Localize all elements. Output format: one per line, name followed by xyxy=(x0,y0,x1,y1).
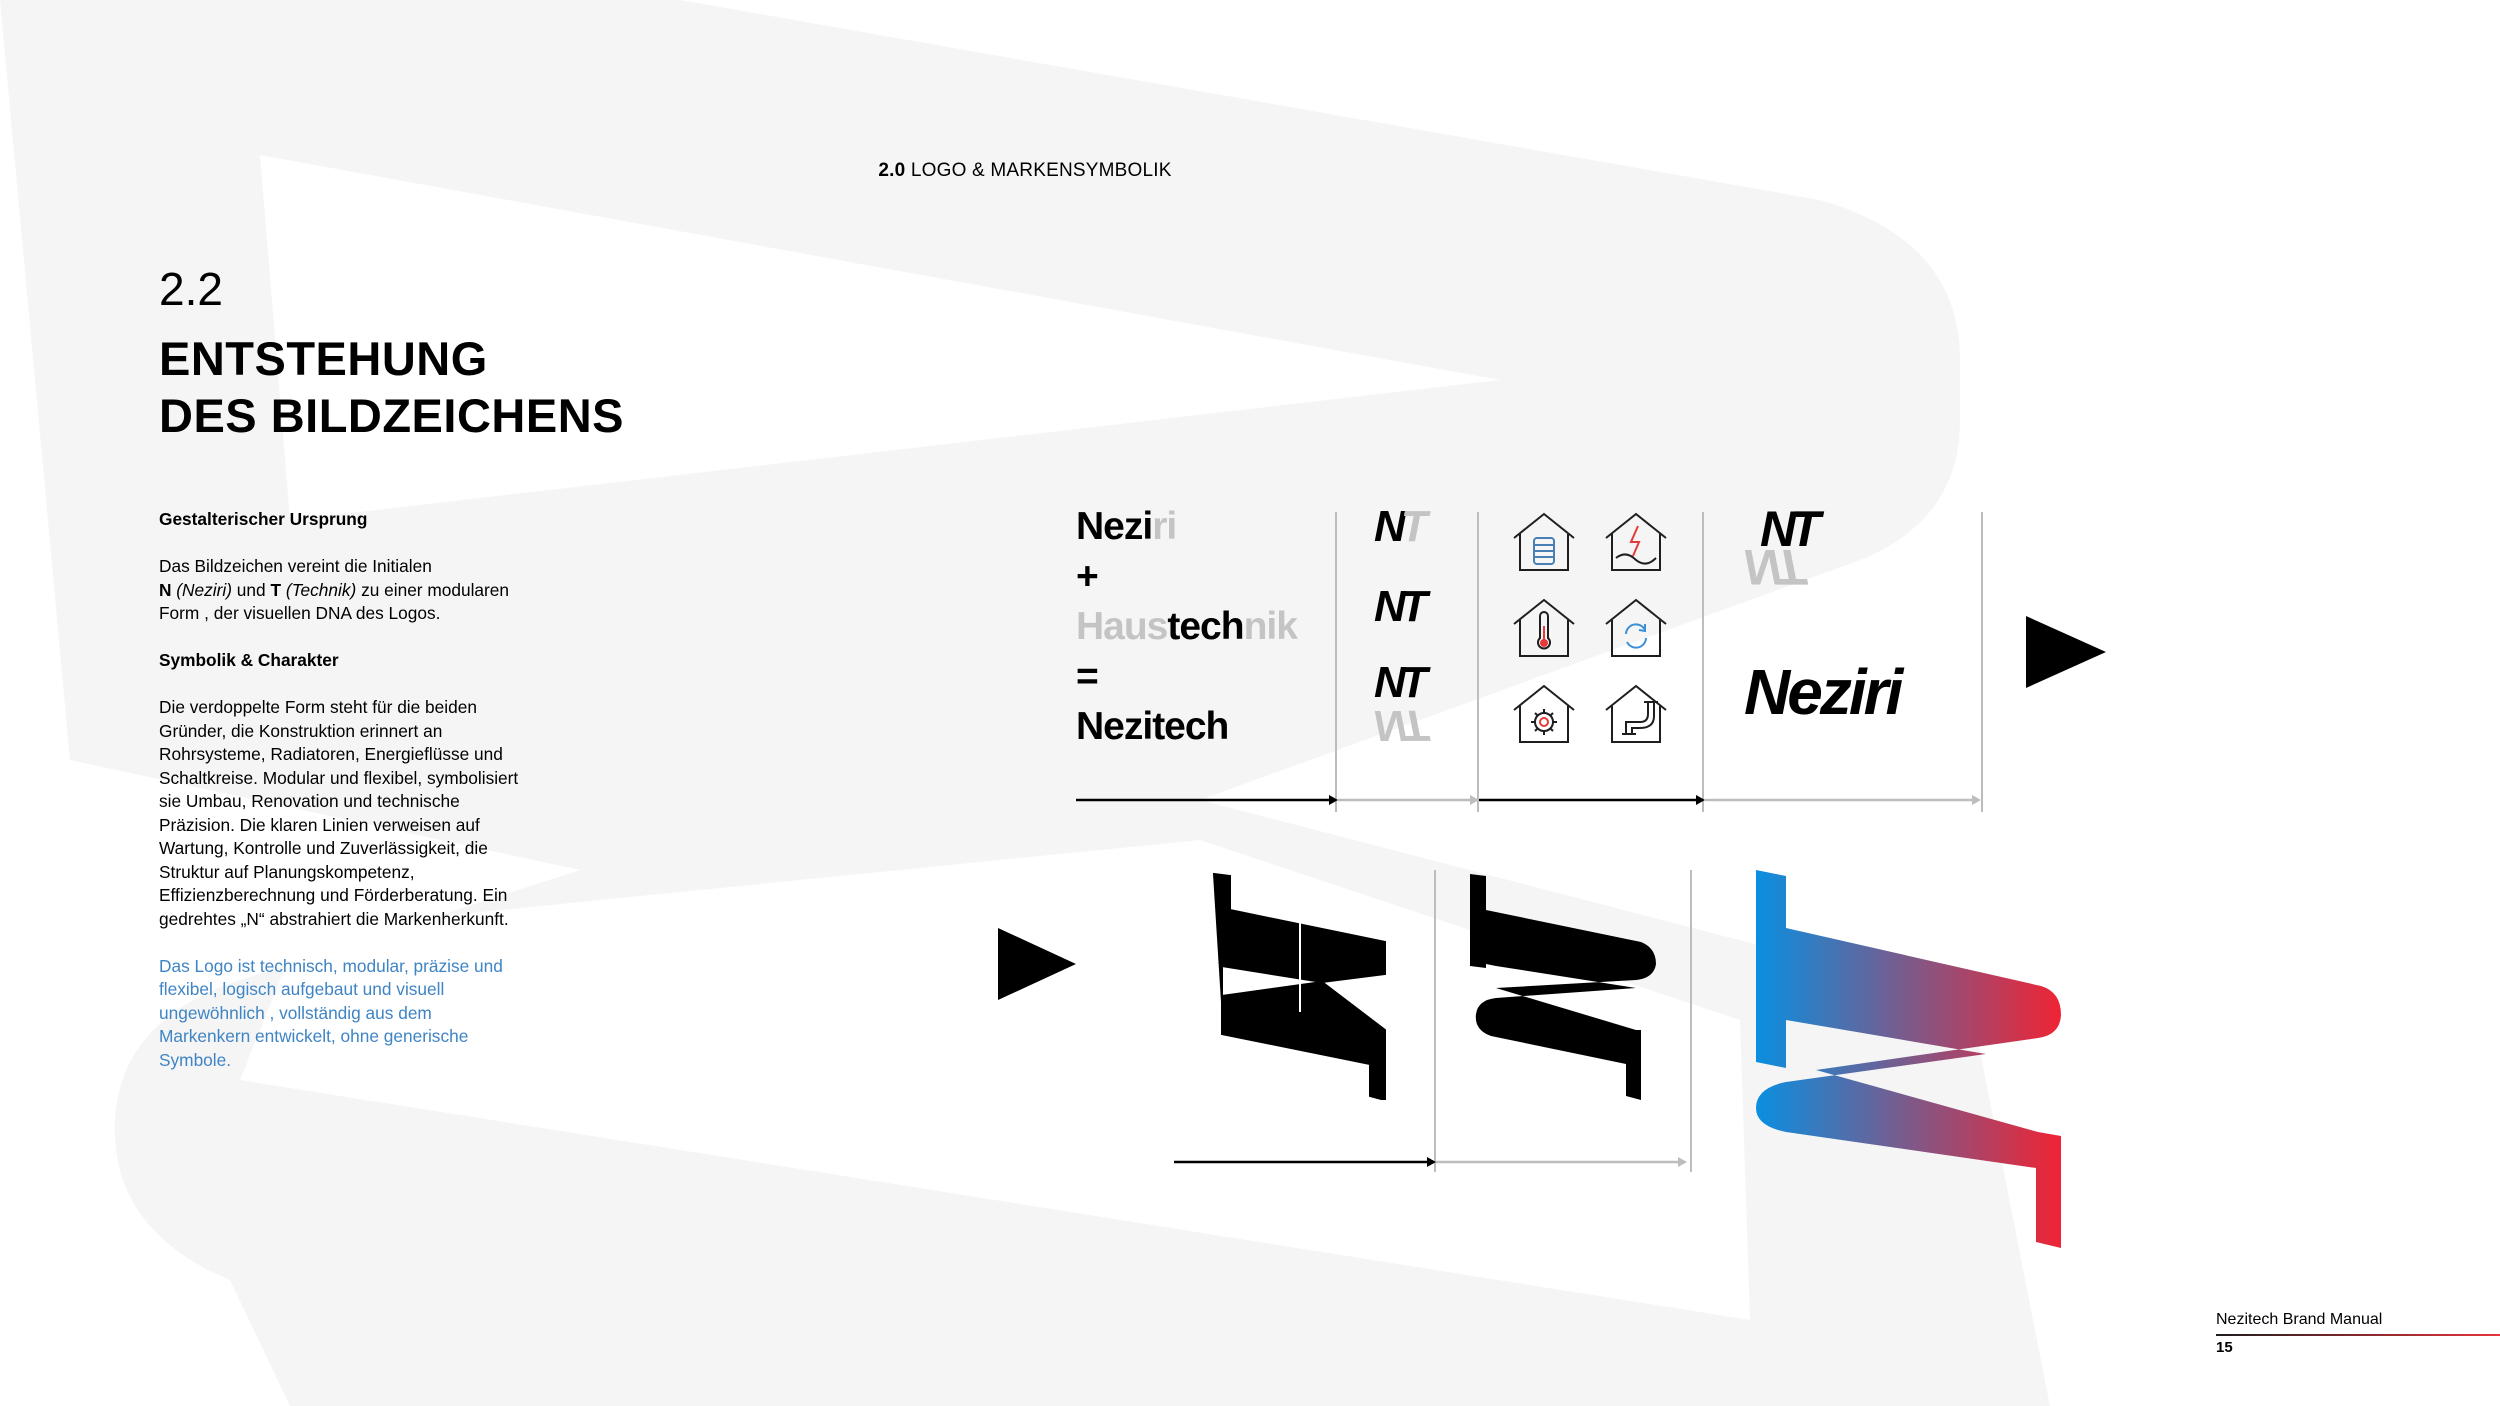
thermometer-house-icon xyxy=(1513,598,1575,657)
nt-mark-step3-mirror: NT xyxy=(1374,701,1423,750)
symbol-gradient-logo xyxy=(1756,870,2061,1248)
body-text: Gestalterischer Ursprung Das Bildzeichen… xyxy=(159,508,519,1096)
divider xyxy=(1434,870,1436,1172)
page-header: 2.0 LOGO & MARKENSYMBOLIK xyxy=(878,160,1172,181)
footer-brand: Nezitech Brand Manual xyxy=(2216,1311,2383,1328)
progression-arrows-top xyxy=(1076,795,1981,805)
heading-origin: Gestalterischer Ursprung xyxy=(159,509,368,529)
paragraph-summary: Das Logo ist technisch, modular, präzise… xyxy=(159,955,503,1070)
nt-mark-step3: NT xyxy=(1374,658,1428,707)
symbol-construction-solid xyxy=(1470,874,1656,1100)
icon-grid xyxy=(1513,512,1667,743)
gear-house-icon xyxy=(1513,684,1575,743)
paragraph-symbolism: Die verdoppelte Form steht für die beide… xyxy=(159,697,519,929)
nt-mark-step1: NT xyxy=(1374,502,1428,551)
section-title: ENTSTEHUNG DES BILDZEICHENS xyxy=(159,332,624,442)
nt-mark-final-mirror: NT xyxy=(1744,539,1799,595)
symbol-construction-outline xyxy=(1212,872,1386,1100)
divider xyxy=(1981,512,1983,812)
progression-arrows-bottom xyxy=(1174,1157,1687,1167)
divider xyxy=(1690,870,1692,1172)
nt-mark-final: NT xyxy=(1760,501,1821,557)
page-number: 15 xyxy=(2216,1339,2233,1356)
play-icon xyxy=(998,928,1076,1000)
neziri-wordmark: Neziri xyxy=(1744,656,1903,728)
divider xyxy=(1477,512,1479,812)
footer-line xyxy=(2216,1334,2500,1336)
heading-symbolism: Symbolik & Charakter xyxy=(159,650,339,670)
paragraph-origin: Das Bildzeichen vereint die Initialen N … xyxy=(159,556,510,623)
refresh-house-icon xyxy=(1605,598,1667,657)
divider xyxy=(1335,512,1337,812)
play-icon xyxy=(2026,616,2106,688)
divider xyxy=(1702,512,1704,812)
name-equation: Neziri + Haustechnik = Nezitech xyxy=(1076,505,1298,748)
nt-mark-step2: NT xyxy=(1374,582,1428,631)
electric-house-icon xyxy=(1605,512,1667,571)
pipe-house-icon xyxy=(1605,684,1667,743)
section-number: 2.2 xyxy=(159,263,223,315)
radiator-house-icon xyxy=(1513,512,1575,571)
